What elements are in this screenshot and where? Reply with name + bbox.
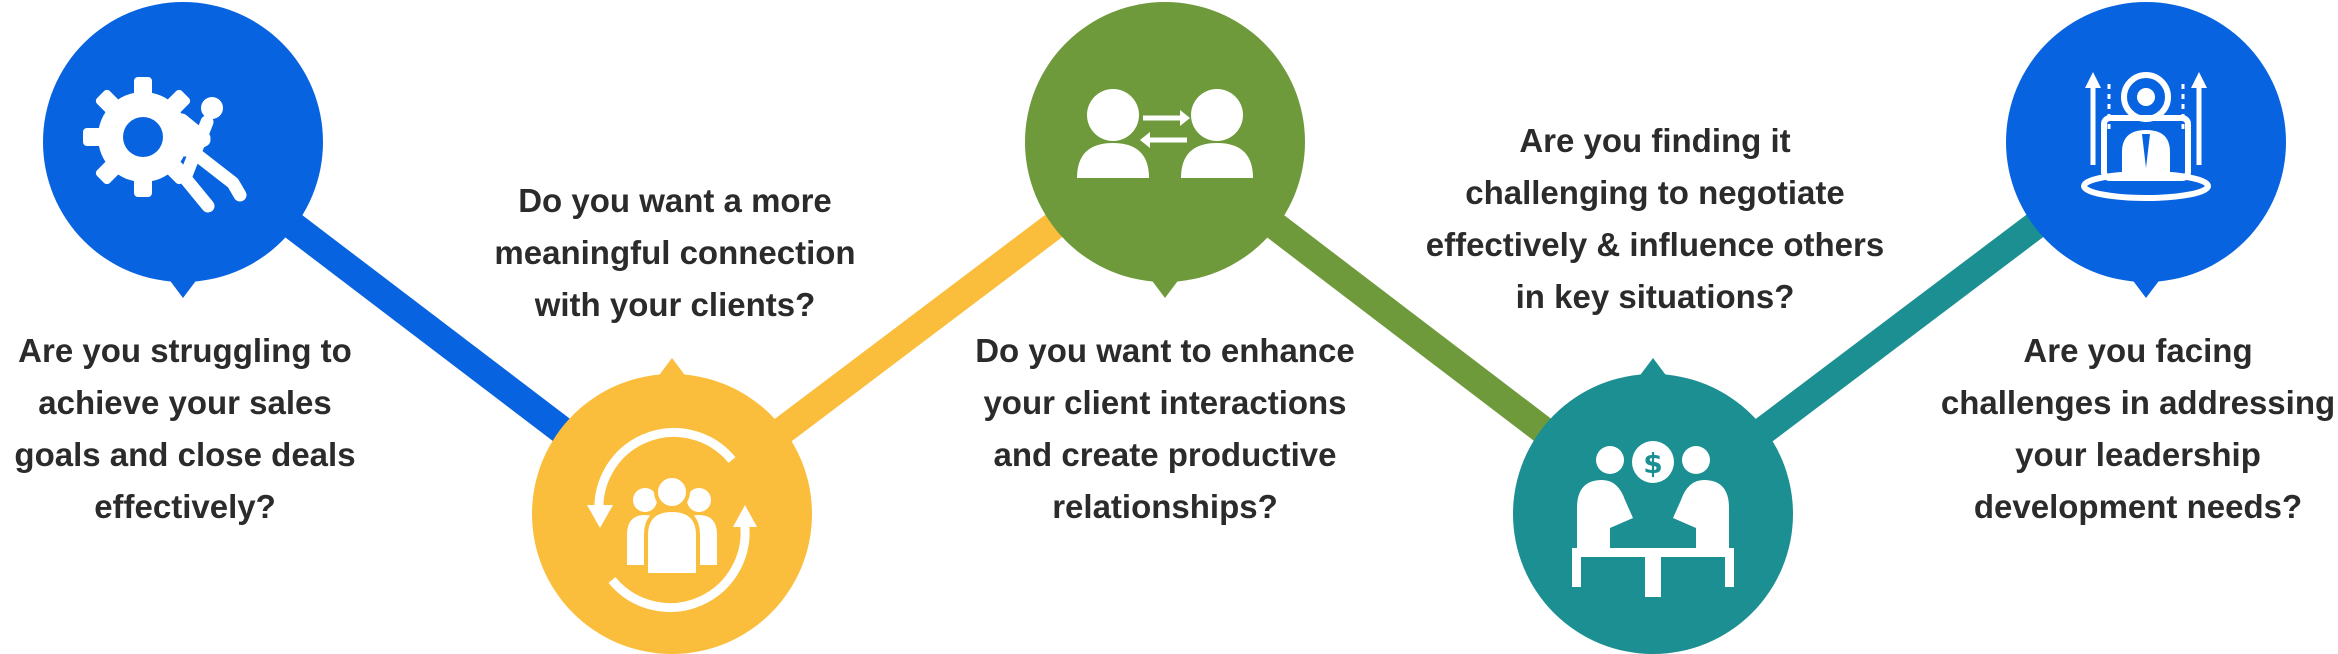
caption-line: effectively?	[94, 488, 276, 525]
caption-line: in key situations?	[1515, 278, 1795, 315]
caption-line: your leadership	[2015, 436, 2261, 473]
step-node-3	[1025, 2, 1305, 298]
caption-line: Are you struggling to	[18, 332, 352, 369]
svg-text:$: $	[1643, 447, 1662, 480]
caption-line: meaningful connection	[494, 234, 856, 271]
negotiation-table-icon: $	[1572, 441, 1734, 597]
step-node-5	[2006, 2, 2286, 298]
caption-line: Do you want to enhance	[975, 332, 1355, 369]
step-node-4: $	[1513, 358, 1793, 654]
step-1-caption: Are you struggling to achieve your sales…	[0, 325, 370, 533]
caption-line: Are you finding it	[1519, 122, 1791, 159]
step-2-caption: Do you want a more meaningful connection…	[480, 175, 870, 331]
gear-push-icon	[83, 77, 247, 213]
caption-line: achieve your sales	[38, 384, 332, 421]
caption-line: challenges in addressing	[1940, 384, 2336, 421]
step-5-caption: Are you facing challenges in addressing …	[1938, 325, 2338, 533]
leader-growth-icon	[2081, 72, 2211, 201]
caption-line: Are you facing	[2023, 332, 2253, 369]
step-node-1	[43, 2, 323, 298]
caption-line: with your clients?	[534, 286, 816, 323]
caption-line: challenging to negotiate	[1465, 174, 1845, 211]
team-cycle-icon	[587, 428, 757, 612]
people-exchange-icon	[1077, 89, 1253, 178]
step-3-caption: Do you want to enhance your client inter…	[960, 325, 1370, 533]
caption-line: Do you want a more	[518, 182, 832, 219]
caption-line: your client interactions	[983, 384, 1347, 421]
step-node-2	[532, 358, 812, 654]
caption-line: relationships?	[1052, 488, 1278, 525]
caption-line: effectively & influence others	[1425, 226, 1885, 263]
caption-line: development needs?	[1973, 488, 2303, 525]
step-4-caption: Are you finding it challenging to negoti…	[1410, 115, 1900, 323]
caption-line: and create productive	[993, 436, 1337, 473]
caption-line: goals and close deals	[14, 436, 356, 473]
